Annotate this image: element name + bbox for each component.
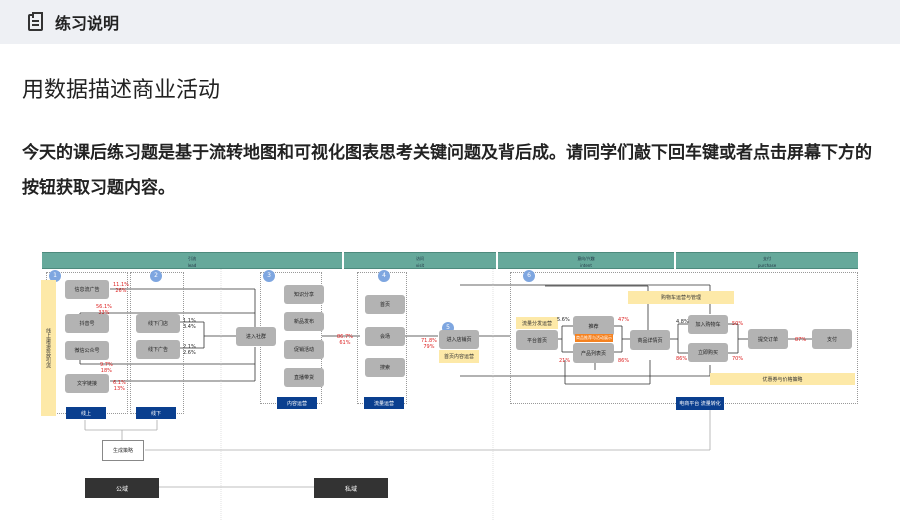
rate-list-out: 86% <box>618 358 630 364</box>
source-wechat: 微信公众号 <box>65 341 109 360</box>
platform-home: 平台首页 <box>516 330 558 350</box>
visit-venue: 会场 <box>365 327 405 346</box>
header-title: 练习说明 <box>55 14 120 33</box>
rate-link: 6.1%13% <box>113 380 126 392</box>
buy-now: 立即购买 <box>688 343 728 362</box>
rate-douyin: 56.1%33% <box>96 304 112 316</box>
add-to-cart: 加入购物车 <box>688 315 728 334</box>
submit-order: 提交订单 <box>748 329 788 349</box>
rate-buy-in: 86% <box>676 356 688 362</box>
step-6: 6 <box>523 270 535 282</box>
product-detail: 商品详情页 <box>630 330 670 350</box>
rate-store: 1.1%3.4% <box>183 318 196 330</box>
rate-community: 86.7%61% <box>337 334 353 346</box>
step-1: 1 <box>49 270 61 282</box>
clipboard-icon <box>28 11 43 31</box>
public-domain: 公域 <box>85 478 159 498</box>
rate-enter-store: 71.8%79% <box>421 338 437 350</box>
footer-traffic-ops: 流量运营 <box>364 397 404 409</box>
page-title: 用数据描述商业活动 <box>22 78 221 103</box>
content-launch: 新品发布 <box>284 312 324 331</box>
step-3: 3 <box>263 270 275 282</box>
rate-wechat: 9.7%18% <box>100 362 113 374</box>
rate-cart-in: 4.8% <box>676 319 689 325</box>
rate-recommend-in: 5.6% <box>557 317 570 323</box>
detail-note: 流量分发运营 <box>516 317 558 329</box>
top-yellow-note: 购物车运营与管理 <box>628 291 734 304</box>
rate-feed: 11.1%26% <box>113 282 129 294</box>
content-promo: 促销活动 <box>284 340 324 359</box>
source-feed-ad: 信息流广告 <box>65 280 109 299</box>
rate-offline-ad: 2.1%2.6% <box>183 344 196 356</box>
step-4: 4 <box>378 270 390 282</box>
recommend: 推荐 <box>573 316 614 336</box>
footer-offline: 线下 <box>136 407 176 419</box>
bottom-yellow-note: 优惠券与价格策略 <box>710 373 855 385</box>
rate-buy-out: 70% <box>732 356 744 362</box>
header-bar: 练习说明 <box>0 0 900 44</box>
content-live: 直播带货 <box>284 368 324 387</box>
source-offline-ad: 线下广告 <box>136 340 180 359</box>
rate-pay: 87% <box>795 337 807 343</box>
private-domain: 私域 <box>314 478 388 498</box>
enter-community: 进入社群 <box>236 327 276 346</box>
orange-tag: 商品推荐与活动展示 <box>575 334 613 342</box>
generate-strategy: 生成策略 <box>102 440 144 461</box>
footer-content-ops: 内容运营 <box>277 397 317 409</box>
footer-online: 线上 <box>66 407 106 419</box>
step-2: 2 <box>150 270 162 282</box>
rate-list-in: 21% <box>559 358 571 364</box>
source-douyin: 抖音号 <box>65 314 109 333</box>
enter-store: 进入店铺页 <box>439 330 479 349</box>
footer-ecommerce: 电商平台 流量转化 <box>676 397 724 410</box>
visit-home: 首页 <box>365 295 405 314</box>
product-list: 产品列表页 <box>573 343 614 363</box>
side-label: 线上渠道投放引流 <box>41 280 56 416</box>
source-store: 线下门店 <box>136 314 180 333</box>
instructions-text: 今天的课后练习题是基于流转地图和可视化图表思考关键问题及背后成。请同学们敲下回车… <box>22 143 872 198</box>
visit-search: 搜索 <box>365 358 405 377</box>
content-knowledge: 知识分享 <box>284 285 324 304</box>
rate-cart-out: 50% <box>732 321 744 327</box>
pay: 支付 <box>812 329 852 349</box>
rate-recommend-out: 47% <box>618 317 630 323</box>
source-text-link: 文字链接 <box>65 374 109 393</box>
store-note: 首页内容运营 <box>439 350 479 363</box>
connector-lines <box>79 265 812 520</box>
